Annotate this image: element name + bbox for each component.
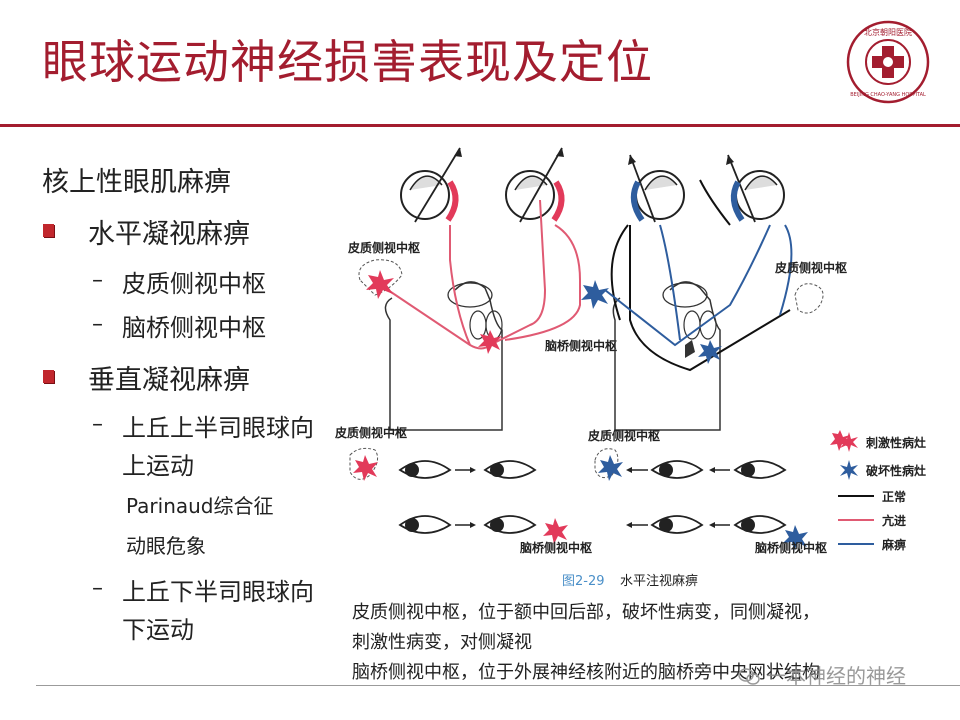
legend-item-palsy: 麻痹 bbox=[838, 532, 960, 556]
outline-heading: 核上性眼肌麻痹 bbox=[42, 167, 231, 198]
wechat-icon bbox=[738, 668, 760, 685]
logo-text-bottom: BEIJING CHAO-YANG HOSPITAL bbox=[850, 92, 926, 98]
item-upper-colliculus-line1: 上丘上半司眼球向 bbox=[122, 414, 314, 442]
label-cortex-left-top: 皮质侧视中枢 bbox=[347, 240, 420, 255]
line-icon bbox=[838, 543, 874, 545]
dash-icon: – bbox=[92, 268, 103, 293]
subitem-oculogyric-crisis: 动眼危象 bbox=[126, 534, 206, 558]
legend-label: 刺激性病灶 bbox=[866, 435, 927, 450]
legend-item-stimulus: 刺激性病灶 bbox=[830, 430, 850, 451]
eye-icon bbox=[483, 460, 537, 479]
starburst-icon bbox=[830, 430, 850, 451]
note-line-1: 皮质侧视中枢，位于额中回后部，破坏性病变，同侧凝视， bbox=[352, 602, 820, 623]
dash-icon: – bbox=[92, 412, 103, 437]
label-cortex-left-mid: 皮质侧视中枢 bbox=[334, 425, 407, 440]
legend-panel: 刺激性病灶 破坏性病灶 正常 亢进 麻痹 bbox=[838, 428, 960, 556]
figure-caption-text: 水平注视麻痹 bbox=[620, 573, 698, 589]
logo-text-top: 北京朝阳医院 bbox=[864, 27, 912, 37]
watermark-text: 一本神经的神经 bbox=[766, 664, 906, 688]
note-line-3: 脑桥侧视中枢，位于外展神经核附近的脑桥旁中央网状结构 bbox=[352, 662, 820, 683]
starburst-icon bbox=[598, 455, 623, 481]
legend-item-hyper: 亢进 bbox=[838, 508, 960, 532]
eye-icon bbox=[398, 515, 452, 534]
legend-label: 破坏性病灶 bbox=[866, 463, 927, 478]
line-icon bbox=[838, 519, 874, 521]
label-cortex-mid: 皮质侧视中枢 bbox=[587, 428, 660, 443]
footer-divider bbox=[36, 685, 960, 686]
bullet-square-icon bbox=[43, 370, 54, 383]
eye-icon bbox=[733, 515, 787, 534]
label-pons-bottom-left: 脑桥侧视中枢 bbox=[519, 540, 592, 555]
legend-item-destructive: 破坏性病灶 bbox=[838, 456, 960, 484]
starburst-icon bbox=[840, 460, 858, 480]
slide-title: 眼球运动神经损害表现及定位 bbox=[42, 35, 653, 89]
eye-icon bbox=[398, 460, 452, 479]
starburst-icon bbox=[698, 340, 722, 364]
eye-icon bbox=[733, 460, 787, 479]
panel-top-left: 皮质侧视中枢 脑桥侧视中枢 bbox=[347, 147, 617, 431]
item-cortical-center: 皮质侧视中枢 bbox=[122, 270, 266, 298]
starburst-icon bbox=[783, 525, 808, 551]
panel-top-right: 皮质侧视中枢 bbox=[581, 154, 847, 431]
eye-icon bbox=[726, 154, 785, 223]
legend-label: 麻痹 bbox=[882, 537, 907, 552]
starburst-icon bbox=[840, 432, 858, 452]
eye-icon bbox=[400, 147, 462, 223]
eye-icon bbox=[483, 515, 537, 534]
section-horizontal-gaze: 水平凝视麻痹 bbox=[88, 219, 250, 250]
dash-icon: – bbox=[92, 312, 103, 337]
label-pons-top: 脑桥侧视中枢 bbox=[544, 338, 617, 353]
label-pons-bottom-right: 脑桥侧视中枢 bbox=[754, 540, 827, 555]
eye-icon bbox=[650, 515, 704, 534]
note-line-2: 刺激性病变，对侧凝视 bbox=[352, 632, 532, 653]
figure-caption-number: 图2-29 bbox=[562, 574, 605, 589]
starburst-icon bbox=[543, 518, 568, 544]
label-cortex-right-top: 皮质侧视中枢 bbox=[774, 260, 847, 275]
section-vertical-gaze: 垂直凝视麻痹 bbox=[88, 365, 250, 396]
eye-icon bbox=[650, 460, 704, 479]
panel-bottom: 皮质侧视中枢 皮质侧视中枢 脑桥侧视中枢 脑桥侧视中枢 bbox=[334, 425, 827, 555]
item-upper-colliculus-line2: 上运动 bbox=[122, 452, 194, 480]
item-lower-colliculus-line2: 下运动 bbox=[122, 616, 194, 644]
title-divider bbox=[0, 124, 960, 127]
eye-icon bbox=[628, 154, 685, 223]
item-lower-colliculus-line1: 上丘下半司眼球向 bbox=[122, 578, 314, 606]
starburst-icon bbox=[581, 280, 609, 309]
hospital-seal-logo: 北京朝阳医院 BEIJING CHAO-YANG HOSPITAL bbox=[846, 20, 930, 104]
legend-item-stimulus: 刺激性病灶 bbox=[838, 428, 960, 456]
eye-icon bbox=[505, 147, 565, 223]
dash-icon: – bbox=[92, 576, 103, 601]
subitem-parinaud: Parinaud综合征 bbox=[126, 494, 274, 518]
legend-label: 正常 bbox=[882, 489, 907, 504]
starburst-icon bbox=[478, 330, 502, 354]
starburst-icon bbox=[366, 270, 394, 299]
legend-label: 亢进 bbox=[882, 513, 907, 528]
horizontal-gaze-palsy-figure: 皮质侧视中枢 脑桥侧视中枢 bbox=[334, 147, 850, 589]
legend-item-normal: 正常 bbox=[838, 484, 960, 508]
figure-legend: 刺激性病灶 bbox=[830, 430, 850, 451]
starburst-icon bbox=[353, 455, 378, 481]
bullet-square-icon bbox=[43, 224, 54, 237]
line-icon bbox=[838, 495, 874, 497]
item-pontine-center: 脑桥侧视中枢 bbox=[122, 314, 266, 342]
